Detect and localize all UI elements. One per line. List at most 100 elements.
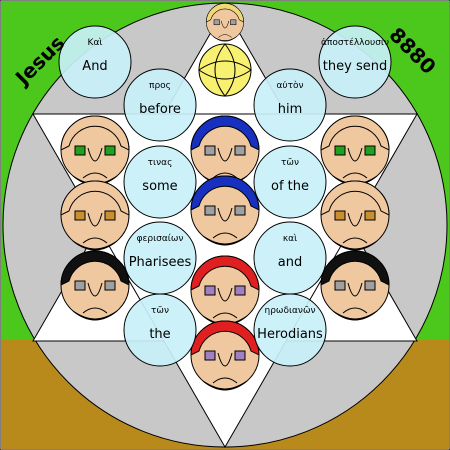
figure-eye — [230, 19, 237, 26]
figure-center-1 — [190, 115, 260, 186]
figure-face-lines — [82, 212, 108, 244]
figure-right-2 — [320, 180, 390, 251]
figure-eye — [213, 19, 220, 26]
figure-eye — [234, 350, 246, 361]
figure-hair — [320, 250, 390, 286]
figure-eye — [74, 280, 86, 291]
figure-eye — [204, 205, 216, 216]
figure-beard — [202, 235, 248, 246]
figure-eye — [104, 145, 116, 156]
figure-hair — [60, 180, 130, 216]
figure-eye — [364, 145, 376, 156]
figure-eye — [334, 210, 346, 221]
figure-face-lines — [82, 282, 108, 314]
word-bubble-circle — [253, 293, 327, 367]
figure-face-lines — [212, 287, 238, 319]
greek-word: αὐτὸν — [276, 80, 303, 91]
figure-face-lines — [342, 147, 368, 179]
figure-left-1 — [60, 115, 130, 186]
word-bubble: αὐτὸν him — [253, 68, 327, 142]
word-bubble: τινας some — [123, 145, 197, 219]
figure-eye — [334, 280, 346, 291]
greek-word: τῶν — [151, 306, 169, 316]
figure-face-lines — [212, 352, 238, 384]
figure-beard — [212, 36, 238, 42]
figure-eye — [74, 210, 86, 221]
figure-face-lines — [212, 207, 238, 239]
figure-left-3 — [60, 250, 130, 321]
figure-hair — [320, 180, 390, 216]
greek-word: καὶ — [283, 234, 297, 244]
greek-word: τινας — [148, 158, 173, 168]
dove-icon — [198, 43, 252, 97]
figure-beard — [72, 240, 118, 251]
english-word: of the — [271, 179, 309, 194]
greek-word: Καὶ — [88, 38, 103, 48]
figure-hair — [320, 115, 390, 151]
greek-word: φερισαίων — [137, 234, 184, 244]
english-word: him — [278, 102, 303, 117]
figure-eye — [334, 145, 346, 156]
figure-face-lines — [212, 147, 238, 179]
figure-eye — [364, 210, 376, 221]
greek-word: τῶν — [281, 158, 299, 168]
figure-beard — [332, 240, 378, 251]
word-bubble: τῶν the — [123, 293, 197, 367]
figure-face-lines — [342, 282, 368, 314]
figure-center-3 — [190, 255, 260, 326]
english-word: some — [142, 179, 177, 194]
english-word: Herodians — [257, 327, 323, 342]
word-bubble-circle — [253, 145, 327, 219]
greek-word: προς — [149, 81, 171, 91]
english-word: before — [139, 102, 181, 117]
english-word: the — [149, 327, 170, 342]
word-bubble: ἀποστέλλουσιν they send — [318, 25, 392, 99]
english-word: And — [82, 59, 107, 74]
figure-hair — [190, 255, 260, 291]
figure-eye — [204, 350, 216, 361]
figure-eye — [104, 210, 116, 221]
word-bubble: τῶν of the — [253, 145, 327, 219]
greek-word: ἀποστέλλουσιν — [321, 37, 389, 48]
word-bubble: καὶ and — [253, 221, 327, 295]
word-bubble-circle — [123, 145, 197, 219]
figure-right-3 — [320, 250, 390, 321]
english-word: Pharisees — [129, 255, 192, 270]
english-word: and — [278, 255, 302, 270]
figure-face-lines — [82, 147, 108, 179]
figure-center-2 — [190, 175, 260, 246]
word-bubble-circle — [123, 68, 197, 142]
figure-hair — [60, 250, 130, 286]
figure-beard — [202, 380, 248, 391]
word-bubble-circle — [123, 293, 197, 367]
word-bubble-circle — [58, 25, 132, 99]
figure-face-lines — [218, 20, 232, 38]
figure-eye — [364, 280, 376, 291]
figure-face-lines — [342, 212, 368, 244]
english-word: they send — [323, 59, 387, 74]
figure-eye — [234, 145, 246, 156]
word-bubble: προς before — [123, 68, 197, 142]
figure-hair — [190, 320, 260, 356]
figure-eye — [234, 285, 246, 296]
figure-hair — [190, 115, 260, 151]
figure-hair — [190, 175, 260, 211]
figure-eye — [234, 205, 246, 216]
figure-eye — [74, 145, 86, 156]
figure-beard — [72, 310, 118, 321]
figure-eye — [104, 280, 116, 291]
word-bubble-circle — [318, 25, 392, 99]
figure-eye — [204, 145, 216, 156]
figure-center-4 — [190, 320, 260, 391]
figure-beard — [332, 310, 378, 321]
figure-hair — [206, 3, 244, 23]
figure-hair — [60, 115, 130, 151]
figure-eye — [204, 285, 216, 296]
word-bubble-circle — [253, 68, 327, 142]
